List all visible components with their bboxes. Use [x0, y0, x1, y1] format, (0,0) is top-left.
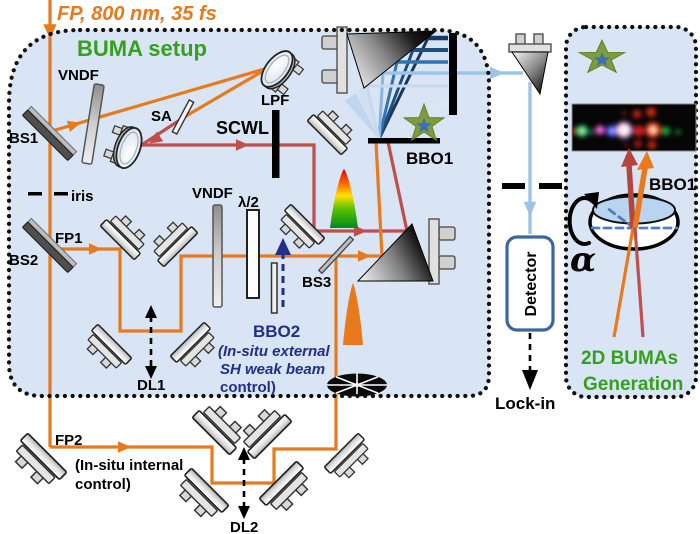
fp1-up-beam	[374, 141, 384, 257]
photo-blob	[620, 126, 628, 134]
vndf-top-label: VNDF	[58, 67, 99, 84]
bbo2-crystal	[270, 262, 278, 314]
photo-blob	[646, 107, 656, 117]
detector-column	[502, 33, 562, 390]
scwl-spectrum-icon	[330, 169, 358, 228]
bbo2-label: BBO2	[253, 322, 300, 341]
half-wave-label: λ/2	[238, 194, 259, 211]
photo-blob	[650, 127, 656, 133]
optical-components	[6, 26, 457, 526]
bs3-label: BS3	[302, 274, 331, 291]
vndf-filter-mid	[212, 204, 223, 308]
photo-blob	[579, 128, 585, 134]
panel-output-arrows	[621, 148, 654, 229]
disc-optic-axis-dashed	[605, 206, 636, 230]
fp-input-label: FP, 800 nm, 35 fs	[57, 3, 217, 25]
buma-photo-blobs	[572, 107, 682, 150]
lockin-label: Lock-in	[495, 394, 555, 413]
bs3-beamsplitter	[317, 235, 355, 275]
alpha-label: α	[570, 240, 596, 280]
labels: FP, 800 nm, 35 fs BUMA setup VNDF BS1 SA…	[9, 3, 696, 534]
sa-plate	[171, 98, 195, 136]
buma-setup-border	[6, 27, 492, 399]
fp2-note2: control)	[75, 476, 131, 493]
buma-setup-title: BUMA setup	[77, 36, 207, 61]
arrow-fp2	[118, 441, 131, 453]
photo-blob	[587, 128, 595, 136]
vndf-filter-top	[81, 83, 105, 165]
right-panel-content	[567, 39, 697, 338]
vndf-mid-label: VNDF	[192, 185, 233, 202]
half-wave-plate	[246, 209, 260, 299]
bbo2-note3: control)	[220, 379, 276, 396]
mirror-dl2-c	[258, 460, 317, 519]
photo-blob	[661, 126, 671, 136]
bbo1-label: BBO1	[406, 149, 453, 168]
bs1-label: BS1	[9, 130, 38, 147]
chopper-wheel-icon	[327, 373, 387, 397]
sh-pulse-icon	[343, 283, 363, 345]
beam-cm1-to-sa	[185, 66, 269, 118]
detector-box	[505, 235, 555, 332]
dl2-label: DL2	[230, 519, 258, 534]
photo-blob	[623, 142, 629, 148]
lpf-label: LPF	[261, 92, 289, 109]
photo-blob	[598, 128, 602, 132]
photo-blob	[674, 128, 682, 136]
panel-bbo1-label: BBO1	[649, 175, 696, 194]
alpha-rotation-arrow	[567, 192, 599, 246]
photo-blob	[647, 140, 657, 150]
arrow-to-pickoff	[489, 66, 505, 80]
bbo1-crystal	[368, 138, 440, 144]
iris-detector-icon	[502, 183, 562, 189]
scwl-label: SCWL	[216, 118, 269, 138]
bbo2-note2: SH weak beam	[220, 361, 325, 378]
generation-label-2: Generation	[583, 374, 683, 395]
scwl-up-beam	[386, 141, 409, 232]
right-panel-border	[563, 24, 699, 400]
iris-label: iris	[71, 188, 94, 205]
lpf-filter	[272, 110, 280, 178]
pickoff-prism	[508, 33, 552, 96]
fp1-label: FP1	[55, 230, 83, 247]
panel-beam-orange	[612, 227, 635, 338]
fp2-label: FP2	[55, 432, 83, 449]
photo-blob	[609, 128, 615, 134]
mirror-chopper-fold	[323, 432, 377, 486]
photo-blob	[632, 109, 642, 119]
fp2-note1: (In-situ internal	[75, 457, 183, 474]
photo-blob	[634, 140, 642, 148]
generation-label-1: 2D BUMAs	[581, 348, 678, 369]
beam-block	[449, 33, 457, 115]
lockin-arrowhead	[522, 370, 538, 390]
iris-left-icon	[28, 192, 68, 196]
dashed-arrows	[145, 238, 291, 519]
prism-top	[321, 26, 438, 94]
bbo1-disc	[588, 193, 680, 251]
panel-beam-red	[633, 227, 645, 338]
bs2-label: BS2	[9, 252, 38, 269]
sa-label: SA	[151, 108, 172, 125]
photo-blob	[621, 110, 627, 116]
arrow-to-detector	[523, 201, 537, 217]
mirror-dl2-b	[171, 467, 230, 526]
dl1-label: DL1	[137, 377, 165, 394]
detector-label: Detector	[523, 252, 540, 317]
photo-blob	[572, 127, 577, 135]
photo-blob	[633, 125, 645, 137]
bbo2-note1: (In-situ external	[218, 343, 331, 360]
buma-fan-beams	[345, 35, 449, 140]
prism-bottom	[356, 218, 456, 285]
